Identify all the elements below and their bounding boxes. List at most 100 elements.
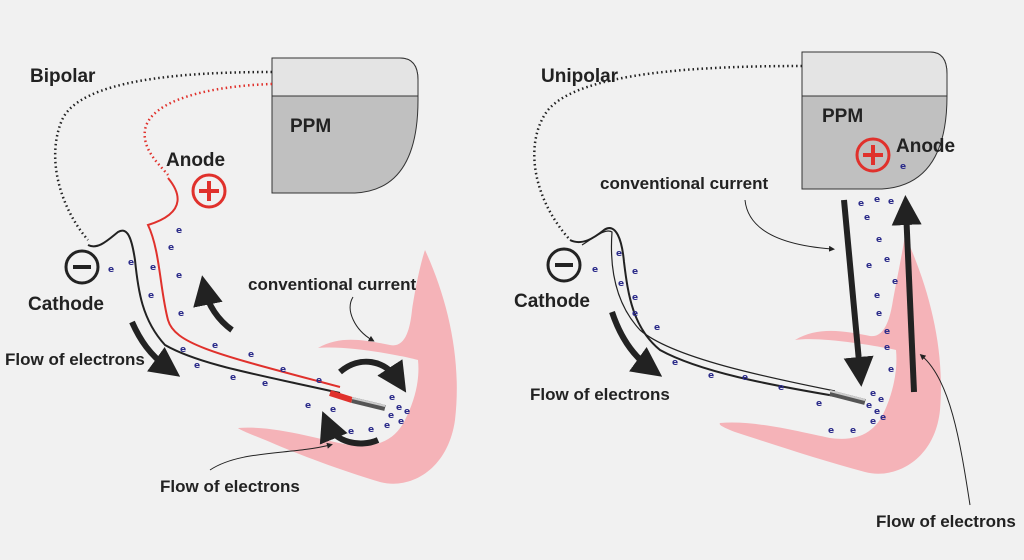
bipolar-heart-shape	[238, 250, 457, 484]
electron: e	[398, 417, 404, 427]
electron: e	[262, 379, 268, 389]
electron: e	[900, 162, 906, 172]
unipolar-conventional-current-arrow	[841, 199, 874, 387]
electron: e	[632, 267, 638, 277]
electron: e	[305, 401, 311, 411]
bipolar-panel: PPM Anode Cathode Bipolar	[5, 57, 457, 496]
unipolar-flow-pointer	[919, 354, 971, 506]
unipolar-flow-of-electrons-label-2: Flow of electrons	[876, 512, 1016, 531]
electron: e	[880, 413, 886, 423]
bipolar-ppm-box	[271, 57, 419, 194]
electron: e	[778, 383, 784, 393]
unipolar-cathode-minus-icon	[546, 247, 582, 283]
electron: e	[874, 195, 880, 205]
electron: e	[888, 365, 894, 375]
bipolar-current-arrow-bottom	[319, 411, 380, 447]
electron: e	[884, 327, 890, 337]
electron: e	[858, 199, 864, 209]
electron: e	[316, 376, 322, 386]
electron: e	[618, 279, 624, 289]
unipolar-panel: PPM Anode Cathode Unipolar conventional …	[514, 51, 1016, 531]
unipolar-dotted-wire	[533, 64, 803, 241]
electron: e	[389, 393, 395, 403]
electron: e	[816, 399, 822, 409]
electron: e	[396, 403, 402, 413]
electron: e	[876, 235, 882, 245]
electron: e	[874, 291, 880, 301]
electron: e	[150, 263, 156, 273]
electron: e	[148, 291, 154, 301]
electron: e	[866, 261, 872, 271]
bipolar-conventional-pointer	[349, 296, 375, 342]
electron: e	[230, 373, 236, 383]
bipolar-conventional-current-label: conventional current	[248, 275, 416, 294]
electron: e	[888, 197, 894, 207]
electron: e	[632, 309, 638, 319]
electron: e	[866, 401, 872, 411]
electron: e	[176, 271, 182, 281]
electron: e	[654, 323, 660, 333]
electron: e	[672, 358, 678, 368]
electron: e	[892, 277, 898, 287]
bipolar-current-arrow-top	[338, 358, 407, 393]
unipolar-lead	[569, 227, 836, 397]
electron: e	[592, 265, 598, 275]
electron: e	[616, 249, 622, 259]
bipolar-return-arrow	[193, 275, 234, 333]
bipolar-black-dotted-wire	[53, 70, 273, 241]
electron: e	[632, 293, 638, 303]
electron: e	[280, 365, 286, 375]
electron: e	[870, 417, 876, 427]
electron: e	[388, 411, 394, 421]
bipolar-anode-label: Anode	[166, 150, 225, 171]
unipolar-anode-plus-icon	[855, 137, 891, 173]
electron: e	[884, 343, 890, 353]
unipolar-conventional-current-label: conventional current	[600, 174, 768, 193]
electron: e	[168, 243, 174, 253]
electron: e	[176, 226, 182, 236]
unipolar-ppm-label: PPM	[822, 106, 863, 127]
electron: e	[212, 341, 218, 351]
electron: e	[180, 345, 186, 355]
electron: e	[178, 309, 184, 319]
bipolar-title: Bipolar	[30, 66, 96, 87]
electron: e	[248, 350, 254, 360]
electron: e	[348, 427, 354, 437]
bipolar-ppm-label: PPM	[290, 116, 331, 137]
electron: e	[742, 373, 748, 383]
unipolar-electron-return-arrow	[891, 195, 922, 393]
unipolar-ppm-box	[801, 51, 948, 190]
bipolar-flow-of-electrons-label-1: Flow of electrons	[5, 350, 145, 369]
unipolar-title: Unipolar	[541, 66, 619, 87]
electron: e	[874, 407, 880, 417]
unipolar-cathode-label: Cathode	[514, 291, 590, 312]
bipolar-anode-plus-icon	[191, 173, 227, 209]
bipolar-red-dotted-wire	[143, 82, 273, 176]
unipolar-heart-shape	[719, 235, 941, 474]
electron: e	[884, 255, 890, 265]
bipolar-electrode-tip	[351, 397, 386, 411]
electron: e	[878, 395, 884, 405]
unipolar-electron-flow-arrow	[609, 311, 663, 377]
bipolar-electron-flow-arrow	[129, 320, 181, 377]
bipolar-cathode-minus-icon	[64, 249, 100, 285]
electron: e	[108, 265, 114, 275]
unipolar-anode-label: Anode	[896, 136, 955, 157]
unipolar-electrode-tip	[829, 390, 866, 405]
electron: e	[850, 426, 856, 436]
bipolar-lead-red	[146, 177, 341, 388]
bipolar-flow-of-electrons-label-2: Flow of electrons	[160, 477, 300, 496]
electron: e	[876, 309, 882, 319]
electron: e	[128, 258, 134, 268]
bipolar-lead-black	[87, 229, 341, 394]
bipolar-electrons: e e e e e e e e e e e e e e e e e e e e …	[108, 226, 410, 437]
bipolar-cathode-label: Cathode	[28, 294, 104, 315]
unipolar-electrons: e e e e e e e e e e e e e e e e e e e e …	[592, 162, 906, 436]
electron: e	[870, 389, 876, 399]
unipolar-flow-of-electrons-label-1: Flow of electrons	[530, 385, 670, 404]
electron: e	[330, 405, 336, 415]
electron: e	[864, 213, 870, 223]
electron: e	[404, 407, 410, 417]
